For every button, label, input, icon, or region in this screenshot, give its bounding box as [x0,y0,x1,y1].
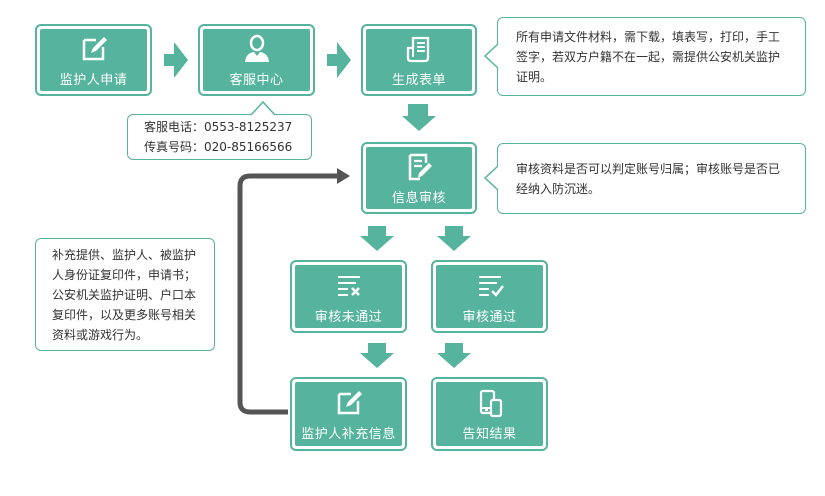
document-icon [406,36,430,63]
arrow-approved-to-notify [437,343,471,368]
node-service[interactable]: 客服中心 [198,24,315,96]
review-edit-icon [408,153,432,181]
contact-phone: 客服电话：0553-8125237 [144,120,293,134]
node-form[interactable]: 生成表单 [361,24,477,96]
review-note-text: 审核资料是否可以判定账号归属；审核账号是否已经纳入防沉迷。 [516,161,781,196]
node-label: 监护人申请 [59,73,128,88]
list-check-icon [478,275,504,297]
node-approved[interactable]: 审核通过 [431,260,548,333]
list-cross-icon [337,275,360,296]
arrow-service-to-form [327,42,351,78]
contact-fax: 传真号码：020-85166566 [144,140,293,154]
arrow-review-to-approved [437,226,471,251]
node-label: 告知结果 [462,427,517,442]
node-label: 客服中心 [229,73,284,88]
form-note-text: 所有申请文件材料，需下载，填表写，打印，手工签字，若双方户籍不在一起，需提供公安… [516,29,781,84]
node-label: 生成表单 [391,73,446,88]
node-supplement[interactable]: 监护人补充信息 [290,377,407,451]
node-label: 审核通过 [462,309,517,325]
edit-icon [82,37,107,61]
node-notify[interactable]: 告知结果 [431,377,548,451]
arrow-form-to-review [402,104,436,131]
customer-service-icon [244,34,269,62]
loop-arrowhead [337,168,350,184]
callout-review-note: 审核资料是否可以判定账号归属；审核账号是否已经纳入防沉迷。 [497,143,806,214]
arrow-rejected-to-supplement [360,343,394,368]
node-label: 监护人补充信息 [301,427,396,442]
edit-icon [337,391,362,415]
node-apply[interactable]: 监护人申请 [35,24,152,96]
arrow-apply-to-service [164,42,188,78]
node-review[interactable]: 信息审核 [361,142,477,214]
callout-form-note: 所有申请文件材料，需下载，填表写，打印，手工签字，若双方户籍不在一起，需提供公安… [497,17,806,96]
node-rejected[interactable]: 审核未通过 [290,260,407,333]
node-label: 信息审核 [391,191,446,206]
supplement-note-text: 补充提供、监护人、被监护人身份证复印件，申请书；公安机关监护证明、户口本复印件，… [52,247,197,342]
node-label: 审核未通过 [314,309,383,325]
callout-contact: 客服电话：0553-8125237 传真号码：020-85166566 [127,114,312,160]
devices-icon [479,389,502,418]
arrow-review-to-rejected [360,226,394,251]
callout-supplement-note: 补充提供、监护人、被监护人身份证复印件，申请书；公安机关监护证明、户口本复印件，… [35,238,215,351]
